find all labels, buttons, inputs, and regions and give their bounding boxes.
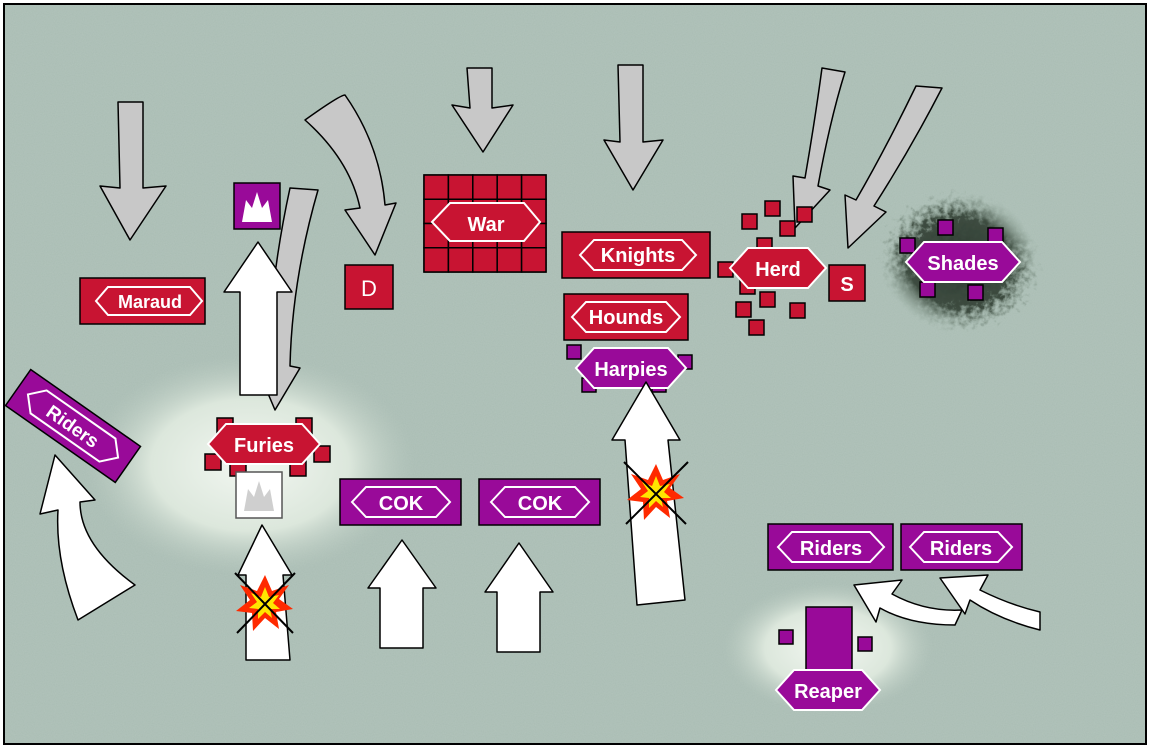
rank-file-model — [447, 174, 474, 200]
unit-d[interactable]: D — [344, 264, 394, 310]
unit-s[interactable]: S — [828, 264, 866, 302]
flame-marker-destroyed — [235, 471, 283, 519]
up-arrow-icon — [223, 241, 293, 396]
combat-marker-1 — [234, 572, 296, 634]
crossed-swords-icon — [623, 461, 689, 525]
unit-reaper[interactable]: Reaper — [774, 606, 882, 711]
down-arrow-icon — [99, 101, 167, 241]
unit-herd[interactable]: Herd — [717, 200, 828, 336]
flame-marker — [233, 182, 281, 230]
unit-riders-left[interactable]: Riders — [4, 368, 142, 484]
unit-riders-right-1[interactable]: Riders — [767, 523, 894, 571]
curved-down-arrow-icon — [792, 67, 846, 229]
up-arrow-icon — [367, 539, 437, 649]
curved-left-arrow-icon — [939, 574, 1041, 631]
unit-label: Knights — [601, 245, 675, 267]
unit-label: Shades — [927, 253, 998, 275]
unit-label: Harpies — [594, 359, 667, 381]
unit-label: Hounds — [589, 307, 663, 329]
rank-file-model — [472, 174, 498, 200]
unit-shades[interactable]: Shades — [899, 219, 1022, 301]
flame-icon — [242, 192, 272, 222]
unit-cok-2[interactable]: COK — [478, 478, 601, 526]
unit-label: Riders — [930, 538, 992, 560]
curved-up-arrow-icon — [39, 454, 136, 621]
unit-label: Riders — [800, 538, 862, 560]
curved-down-arrow-icon — [304, 94, 397, 256]
rank-file-model — [496, 174, 523, 200]
unit-harpies[interactable]: Harpies — [566, 344, 693, 393]
crossed-swords-icon — [234, 572, 296, 634]
unit-label: COK — [379, 493, 424, 515]
rank-file-model — [520, 174, 547, 200]
unit-label: Reaper — [794, 681, 862, 703]
combat-marker-2 — [623, 461, 689, 525]
unit-cok-1[interactable]: COK — [339, 478, 462, 526]
unit-riders-right-2[interactable]: Riders — [900, 523, 1023, 571]
unit-label: Herd — [755, 259, 801, 281]
unit-label: War — [467, 214, 504, 236]
rank-file-model — [520, 247, 547, 273]
unit-war[interactable]: War — [423, 174, 547, 273]
curved-down-arrow-icon — [844, 85, 943, 249]
unit-furies[interactable]: Furies — [204, 417, 331, 477]
unit-label: S — [840, 274, 853, 296]
unit-hounds[interactable]: Hounds — [563, 293, 689, 341]
rank-file-model — [472, 247, 498, 273]
unit-label: Maraud — [118, 292, 182, 312]
unit-label: D — [361, 276, 377, 301]
rank-file-model — [423, 247, 450, 273]
rank-file-model — [423, 174, 450, 200]
unit-label: COK — [518, 493, 563, 515]
flame-icon — [244, 481, 274, 511]
down-arrow-icon — [451, 67, 514, 153]
unit-label: Furies — [234, 435, 294, 457]
unit-knights[interactable]: Knights — [561, 231, 711, 279]
rank-file-model — [447, 247, 474, 273]
down-arrow-icon — [603, 64, 664, 191]
curved-left-arrow-icon — [853, 579, 963, 626]
rank-file-model — [496, 247, 523, 273]
unit-maraud[interactable]: Maraud — [79, 277, 206, 325]
up-arrow-icon — [484, 542, 554, 653]
